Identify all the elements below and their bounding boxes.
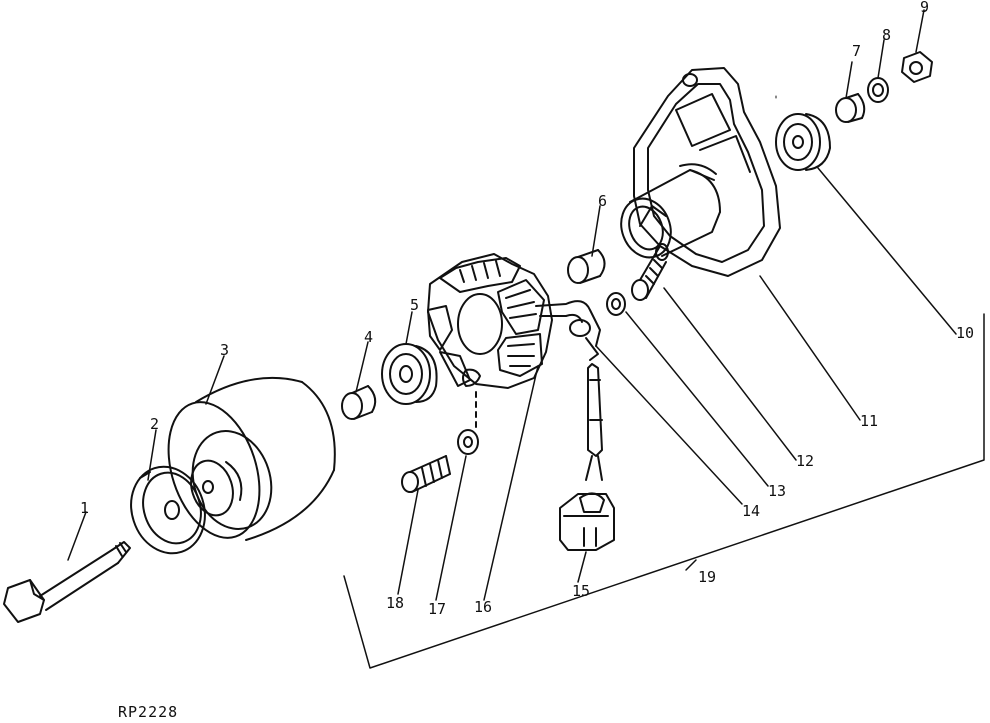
callout-7: 7 — [852, 42, 862, 60]
callout-6: 6 — [598, 192, 608, 210]
bracket-19 — [343, 313, 985, 669]
part-4-spacer — [341, 385, 377, 420]
callout-8: 8 — [882, 26, 892, 44]
callout-10: 10 — [956, 324, 975, 342]
callout-18: 18 — [386, 594, 405, 612]
part-2-washer — [130, 465, 206, 555]
callout-11: 11 — [860, 412, 879, 430]
part-18-screw — [401, 455, 451, 493]
part-12-screw — [631, 243, 669, 301]
callout-3: 3 — [220, 341, 230, 359]
part-9-nut — [901, 51, 933, 83]
part-16-stator — [427, 253, 601, 389]
callout-13: 13 — [768, 482, 787, 500]
part-5-bearing — [381, 343, 438, 405]
figure-code: RP2228 — [118, 703, 179, 721]
part-15-connector — [559, 363, 615, 551]
callout-2: 2 — [150, 415, 160, 433]
part-8-lock-washer — [867, 77, 889, 103]
callout-15: 15 — [572, 582, 591, 600]
part-10-bearing — [775, 113, 831, 171]
part-7-spacer — [835, 93, 866, 123]
part-6-bushing — [567, 249, 606, 284]
callout-16: 16 — [474, 598, 493, 616]
part-17-washer — [457, 429, 479, 455]
part-13-washer — [606, 292, 626, 316]
callout-5: 5 — [410, 296, 420, 314]
part-11-housing — [620, 67, 781, 277]
callout-14: 14 — [742, 502, 761, 520]
callout-1: 1 — [80, 499, 90, 517]
part-3-pulley — [167, 376, 336, 541]
callout-17: 17 — [428, 600, 447, 618]
callout-9: 9 — [920, 0, 930, 16]
callout-4: 4 — [364, 328, 374, 346]
leader-lines — [67, 9, 957, 601]
part-1-bolt — [3, 541, 131, 623]
callout-19: 19 — [698, 568, 717, 586]
callout-12: 12 — [796, 452, 815, 470]
